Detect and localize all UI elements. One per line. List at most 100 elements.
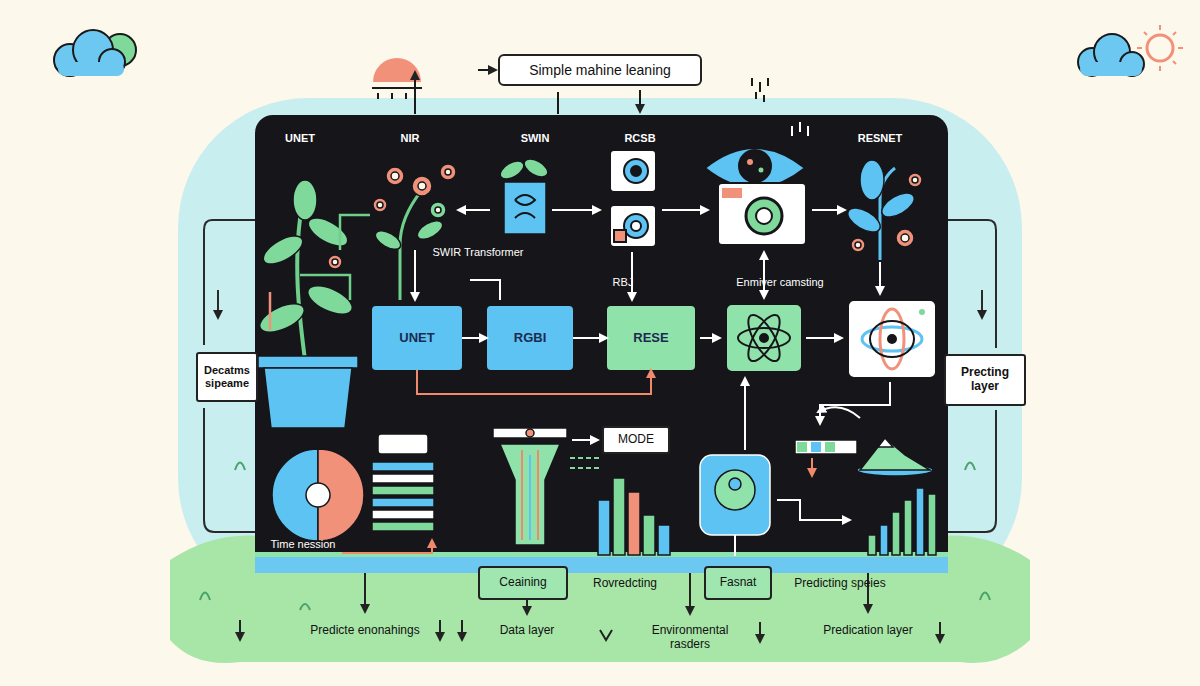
flowers-part: [386, 167, 404, 185]
sky-part: [1080, 62, 1142, 76]
side-pillars-part: [981, 290, 983, 318]
potted-plant-part: [300, 215, 370, 300]
process-box: Precting layer: [944, 354, 1026, 406]
atom-icons-part: [742, 310, 785, 365]
potted-plant-part: [269, 292, 272, 330]
ground-arrows-part: [526, 600, 528, 614]
atom-icons-part: [738, 328, 790, 348]
process-box: RESE: [607, 306, 695, 370]
text-label: RCSB: [610, 132, 670, 145]
ground-arrows-part: [239, 620, 241, 640]
top-arrows-part: [639, 90, 641, 112]
atom-icons-part: [742, 310, 785, 365]
data-icons-part: [522, 450, 538, 540]
connector-arrow: [573, 337, 607, 339]
ground-arrows-part: [600, 630, 612, 640]
data-icons-part: [904, 500, 912, 555]
text-label: Data layer: [497, 624, 557, 638]
background-part: [178, 98, 1022, 608]
potted-plant-part: [297, 205, 305, 360]
data-icons-part: [372, 486, 434, 495]
camera-icons-part: [610, 205, 656, 247]
camera-icons-part: [718, 183, 806, 245]
flowers-part: [430, 202, 446, 218]
data-icons-part: [878, 438, 893, 447]
panel-arrows-part: [879, 262, 881, 294]
data-icons-part: [700, 455, 770, 535]
data-icons-part: [811, 458, 813, 476]
side-pillars-part: [204, 220, 255, 345]
side-pillars-part: [948, 410, 996, 532]
flowers-part: [372, 227, 403, 253]
camera-icons-part: [756, 208, 772, 224]
data-icons-part: [493, 428, 567, 438]
process-box: Decatms sipeame: [196, 352, 258, 402]
data-icons-part: [916, 488, 924, 555]
camera-icons-part: [792, 122, 808, 136]
node-text: Ceaining: [499, 576, 546, 590]
swin-icon-part: [504, 182, 546, 234]
text-label: SWIR Transformer: [413, 246, 543, 259]
data-icons-part: [598, 500, 610, 555]
data-icons-part: [529, 455, 531, 540]
data-icons-part: [372, 498, 434, 507]
potted-plant-part: [293, 180, 317, 220]
panel-arrows-part: [470, 280, 500, 300]
flowers: [372, 164, 456, 300]
sky-part: [1137, 25, 1183, 71]
connector-arrow: [462, 337, 487, 339]
text-label: RBJ: [603, 276, 643, 289]
potted-plant-part: [332, 259, 338, 265]
data-icons-part: [860, 438, 930, 470]
atom-icons-part: [919, 309, 925, 315]
resnet-plant-part: [855, 242, 861, 248]
side-pillars-part: [217, 290, 219, 318]
resnet-plant-part: [901, 234, 909, 242]
resnet-plant-part: [851, 238, 865, 252]
camera-icons-part: [631, 166, 641, 176]
sky-part: [1147, 35, 1173, 61]
ground-arrows-part: [689, 573, 691, 614]
panel-arrows-part: [662, 209, 708, 211]
camera-icons-part: [747, 159, 753, 165]
atom-icons: [726, 300, 936, 378]
camera-icons-part: [759, 168, 764, 173]
process-box: Fasnat: [704, 566, 772, 600]
data-icons-part: [372, 510, 434, 519]
camera-icons-part: [631, 221, 641, 231]
text-label: Enmiver camsting: [715, 276, 845, 289]
sky: [54, 25, 1183, 102]
camera-icons-part: [610, 150, 656, 192]
ground-arrows-part: [759, 622, 761, 642]
node-text: RESE: [633, 331, 668, 346]
flowers-part: [412, 176, 432, 196]
node-text: Fasnat: [720, 576, 757, 590]
panel-arrows-part: [820, 382, 890, 424]
ground-arrows-part: [200, 593, 990, 611]
data-icons-part: [372, 522, 434, 531]
title-box: Simple mahine leaning: [498, 54, 702, 86]
data-icons-part: [811, 442, 821, 452]
atom-icons-part: [870, 321, 914, 357]
data-icons-part: [372, 462, 434, 471]
flowers-part: [414, 217, 445, 243]
swin-icon-part: [497, 157, 527, 182]
potted-plant-part: [256, 298, 309, 338]
resnet-plant-part: [860, 160, 884, 200]
side-pillars-part: [204, 408, 255, 532]
data-icons-part: [892, 512, 900, 555]
panel-arrows-part: [552, 209, 600, 211]
camera-icons-part: [722, 188, 742, 198]
atom-icons-part: [848, 300, 936, 378]
flowers-part: [373, 198, 387, 212]
potted-plant: [256, 180, 370, 428]
node-text: Decatms sipeame: [201, 364, 253, 389]
camera-icons-part: [746, 198, 782, 234]
data-icons-part: [570, 458, 600, 468]
text-label: RESNET: [840, 132, 920, 145]
camera-icons-part: [614, 230, 626, 242]
ground-arrows-part: [364, 573, 366, 612]
data-icons-part: [928, 494, 936, 555]
